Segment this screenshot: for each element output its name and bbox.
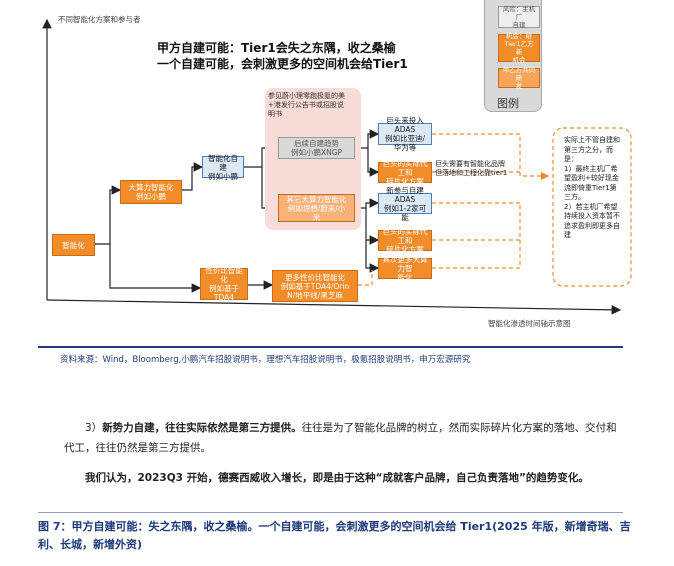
node-xingjiabi: 性价比智能化 例如基于 TDA4 [200, 266, 248, 302]
step-line-2 [109, 244, 202, 293]
step-line-10 [365, 208, 380, 245]
step-line-8 [367, 148, 380, 177]
paragraph-1-rest: 往往是为了智能化品牌的树立，然而实际碎片化方案的落地、交付和代工，往往仍然是第三… [64, 422, 617, 454]
legend-opportunity: 机会：给 Tier1乙方新 机会 [498, 32, 540, 64]
legend-title: 图例 [497, 97, 519, 110]
paragraph-1: 3）新势力自建，往往实际依然是第三方提供。往往是为了智能化品牌的树立，然而实际碎… [64, 418, 624, 458]
node-dasuanli: 大算力智能化 例如小鹏 [120, 180, 182, 204]
dash-geng [358, 270, 373, 286]
node-zhinenghua-zijian: 智能化自建 例如小鹏 [202, 154, 244, 181]
node-qita-dasuanli: 其它大算力智能化 例如理想/蔚来/小 米 [278, 194, 355, 222]
paragraph-2-text: 我们认为，2023Q3 开始，德赛西威收入增长，即是由于这种“成就客户品牌，自己… [85, 472, 589, 484]
paragraph-1-bold: 新势力自建，往往实际依然是第三方提供。 [102, 422, 302, 434]
dash-to-sidenote-top [432, 133, 550, 181]
headline-line-2: 一个自建可能，会刺激更多的空间机会给Tier1 [157, 57, 408, 71]
bottom-rule [38, 512, 623, 513]
y-axis-label: 不同智能化方案和参与者 [58, 15, 141, 24]
step-line-3 [182, 162, 204, 191]
figure-title: 图 7：甲方自建可能：失之东隅，收之桑榆。一个自建可能，会刺激更多的空间机会给 … [38, 520, 631, 551]
headline-line-1: 甲方自建可能：Tier1会失之东隅，收之桑榆 [157, 41, 396, 55]
node-jutou-daigong: 巨头的实际代工和 碎片化方案 [378, 227, 432, 254]
node-middle-note: 巨头需要有智能化品牌 但落地和工程化靠tier1 [435, 160, 508, 177]
node-jutou-adas: 巨头来投入ADAS 例如比亚迪/华为等 [378, 116, 432, 152]
step-line-7 [355, 129, 380, 149]
source-line: 资料来源：Wind，Bloomberg,小鹏汽车招股说明书，理想汽车招股说明书，… [60, 355, 471, 365]
dash-bottom [432, 203, 521, 269]
side-note: 实际上不管自建和第三方之分，而是： 1）最终主机厂希望盈利+较好现金流即倚重Ti… [564, 136, 620, 239]
x-axis-label: 智能化渗透时间轴示意图 [488, 319, 571, 328]
legend-joint: 甲乙方共同研 发 [498, 66, 540, 90]
node-jutou-shiji: 巨头的实际代工和 碎片化方案 [378, 159, 432, 186]
node-xinsanjia-adas: 新参与自建ADAS 例如1-2家可能 [378, 186, 432, 222]
node-houxu-zijian: 后续自建趋势 例如小鹏XNGP [278, 137, 355, 159]
pink-panel-note: 参见蔚小理零跑极氪的美 +港发行公告书或招股说 明书 [268, 92, 345, 118]
legend-risk: 风险：主机厂 自建 [498, 5, 540, 29]
node-zhinenghua: 智能化 [52, 234, 95, 256]
top-rule [38, 346, 623, 348]
paragraph-2: 我们认为，2023Q3 开始，德赛西威收入增长，即是由于这种“成就客户品牌，自己… [64, 468, 624, 488]
node-gengduo-dasuanli: 其次更多大算力智 能化 [378, 255, 432, 282]
x-axis [46, 299, 622, 315]
step-line-1 [95, 185, 122, 245]
paragraph-1-prefix: 3） [85, 422, 103, 434]
diagram-headline: 甲方自建可能：Tier1会失之东隅，收之桑榆 一个自建可能，会刺激更多的空间机会… [157, 40, 457, 72]
side-note-border [552, 127, 632, 287]
node-geng-xingjiabi: 更多性价比智能化 例如基于TDA4/Orin N/地平线/黑芝麻 [272, 270, 358, 302]
step-line-11 [365, 240, 380, 273]
